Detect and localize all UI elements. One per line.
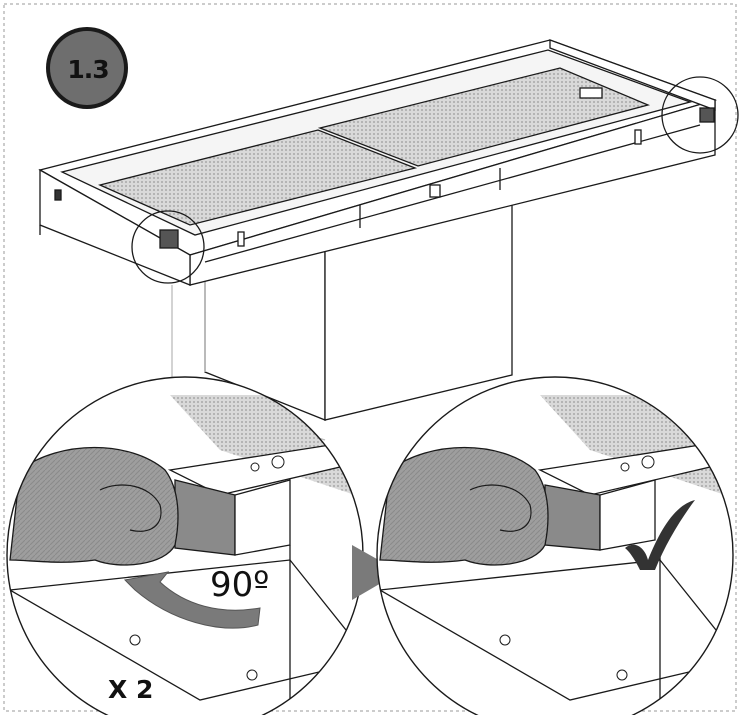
rotation-angle-label: 90º bbox=[210, 565, 270, 605]
step-badge bbox=[46, 27, 128, 109]
hand-right bbox=[379, 446, 549, 566]
zoom-circle-right bbox=[661, 76, 739, 154]
bracket-left bbox=[159, 229, 179, 249]
bracket-right bbox=[699, 107, 715, 123]
detail-right bbox=[377, 377, 733, 719]
hood-end bbox=[39, 168, 191, 286]
hand-left bbox=[9, 446, 179, 566]
grease-filter-2 bbox=[317, 67, 651, 167]
detail-left bbox=[7, 377, 363, 719]
hood-illustration bbox=[38, 39, 718, 441]
repeat-count-label: X 2 bbox=[108, 675, 154, 704]
locking-tab-rotated bbox=[544, 484, 601, 551]
detail-circle-right bbox=[376, 376, 734, 719]
step-number: 1.3 bbox=[67, 55, 109, 84]
rotate-arrow bbox=[123, 571, 261, 629]
check-icon bbox=[625, 500, 695, 570]
next-arrow bbox=[352, 545, 400, 600]
page-border bbox=[3, 3, 737, 712]
zoom-circle-left bbox=[131, 210, 205, 284]
